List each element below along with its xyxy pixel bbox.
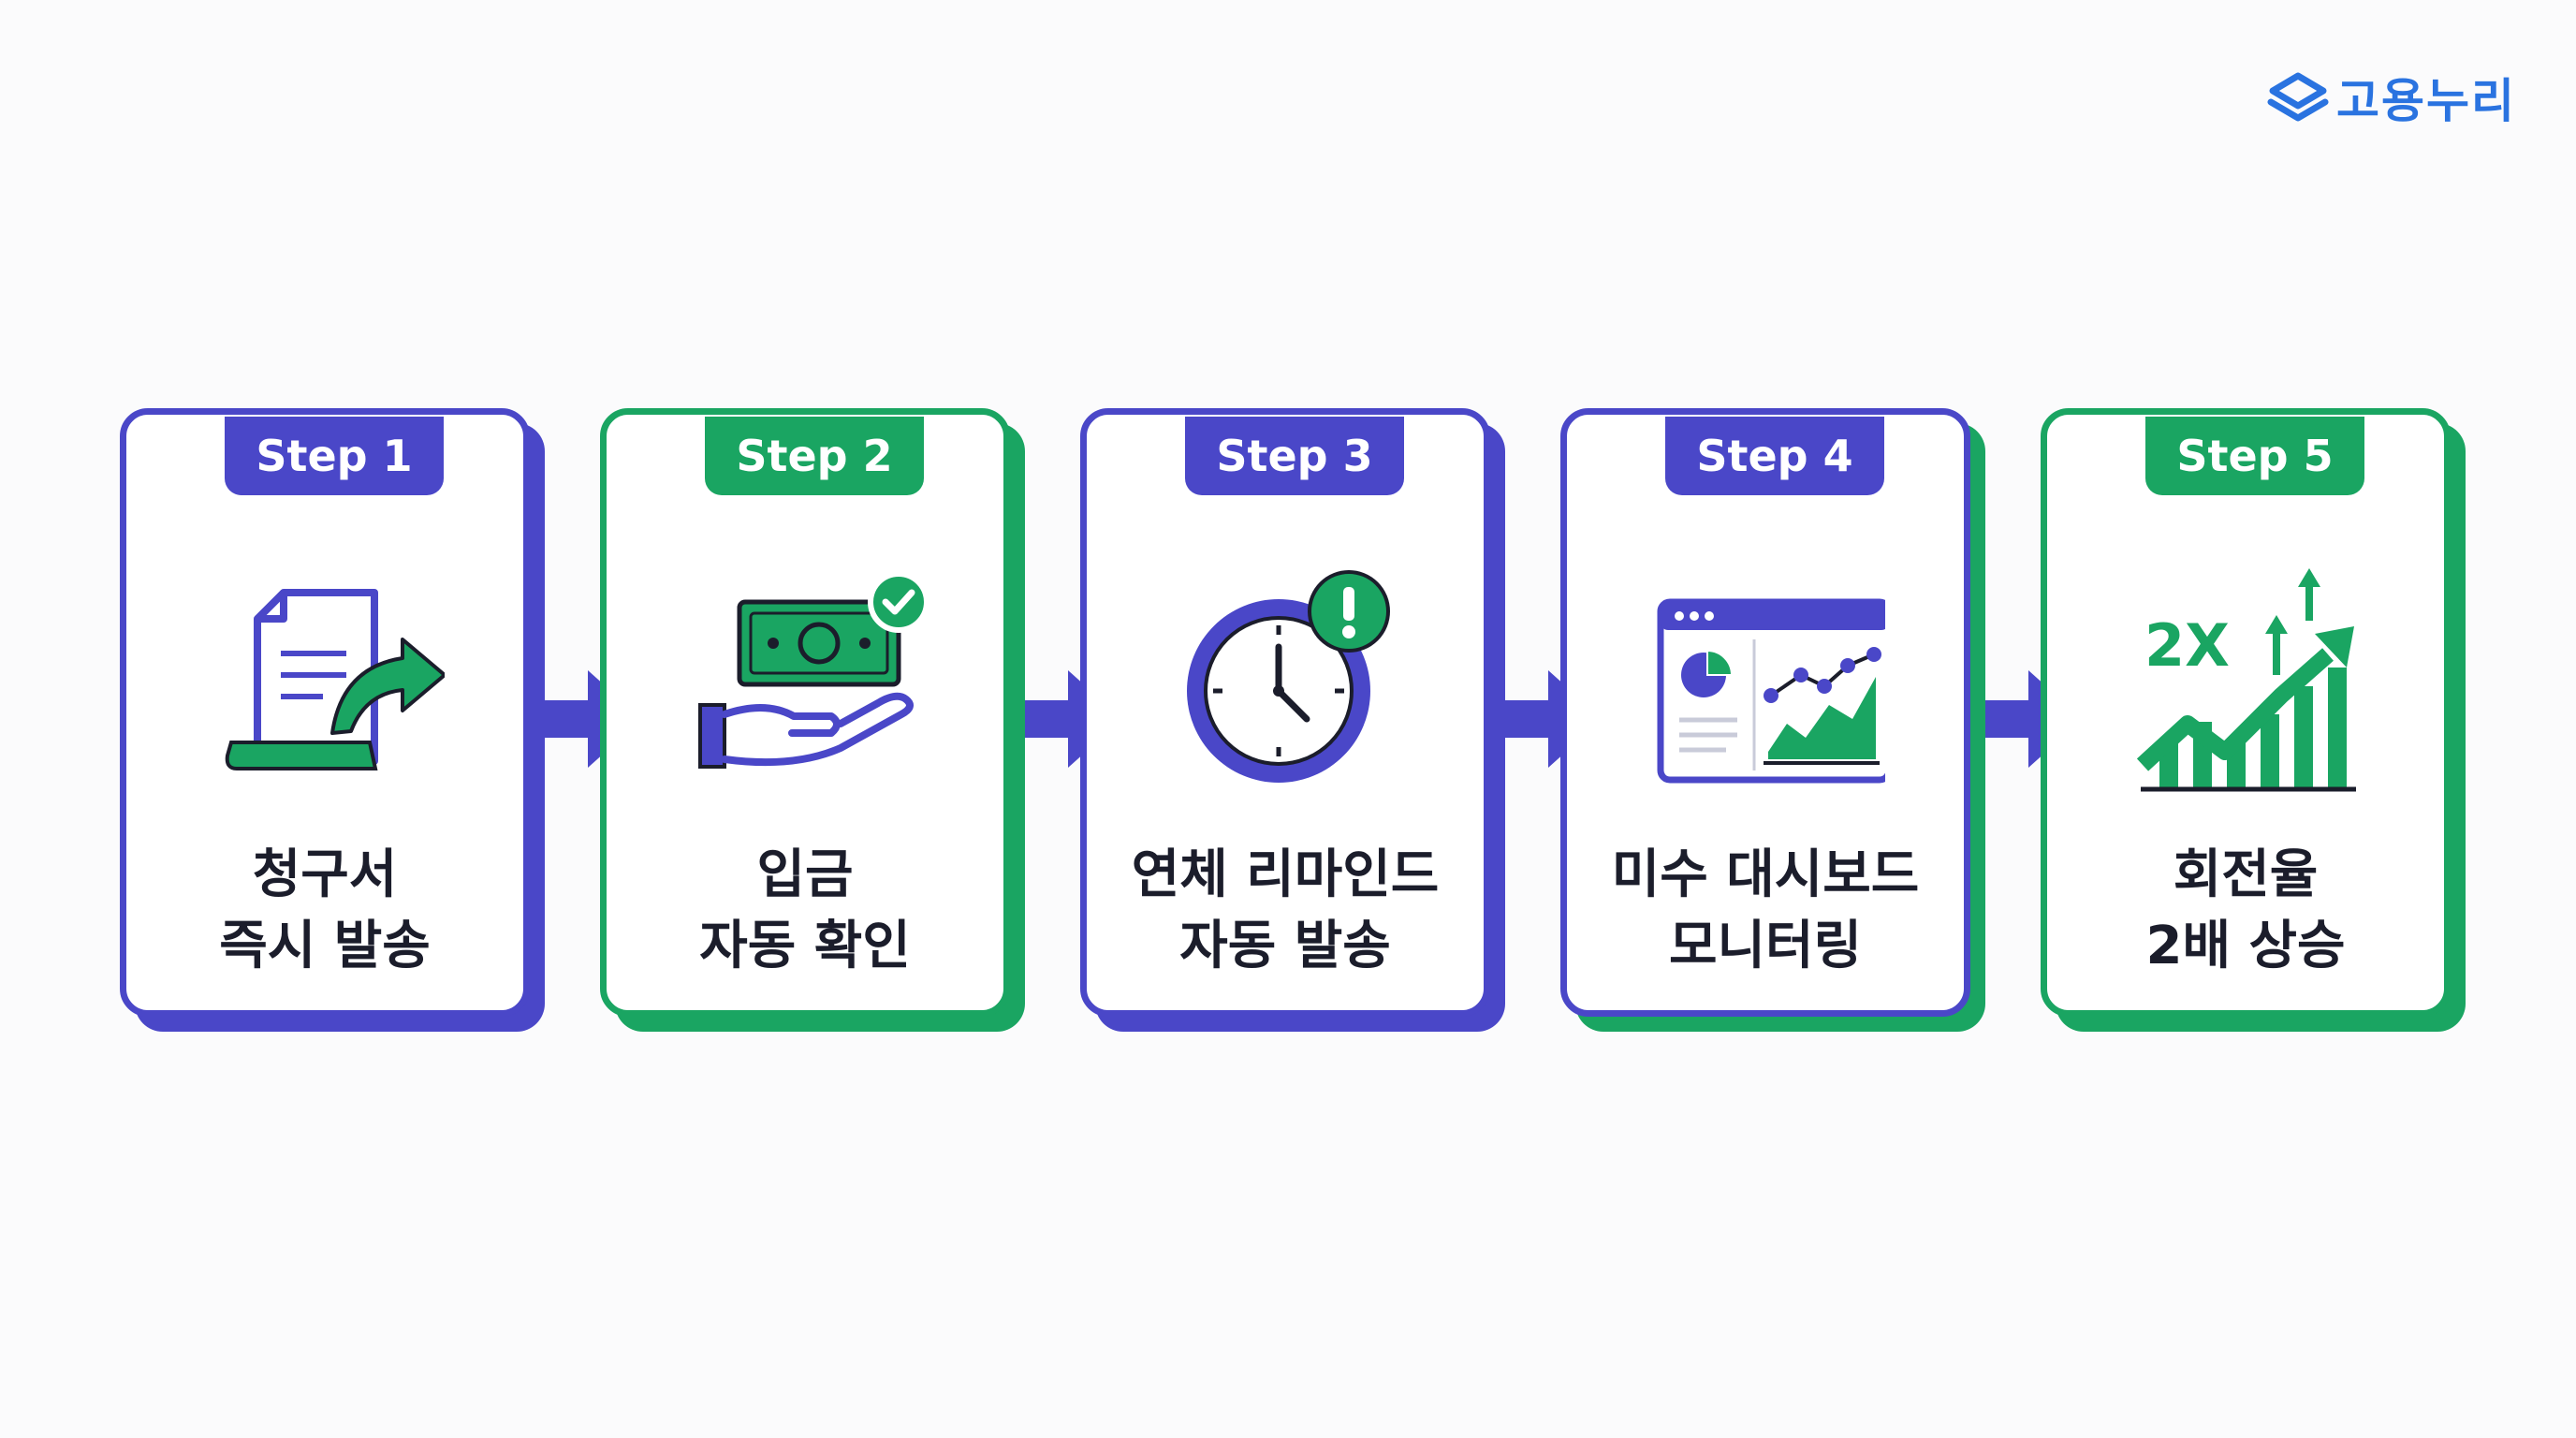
brand-name: 고용누리 [2336,74,2516,128]
step-tab-5: Step 5 [2145,417,2364,495]
step-tab-2: Step 2 [705,417,924,495]
step-label-5: 회전율 2배 상승 [2145,844,2346,976]
step-card-3: Step 3 연체 리마인드 자동 발송 [1080,408,1505,1032]
step-card-5: Step 5 2X 회전율 2배 상승 [2041,408,2466,1032]
payment-check-icon [698,571,925,769]
step-card-2: Step 2 입금 자동 확인 [600,408,1025,1032]
step-tab-1: Step 1 [225,417,444,495]
brand-logo: 고용누리 [2263,67,2516,128]
step-tab-4: Step 4 [1665,417,1884,495]
flow-arrow-4 [1985,670,2083,768]
flow-arrow-1 [545,670,642,768]
layers-logo-icon [2267,72,2329,122]
step-card-1: Step 1 청구서 즉시 발송 [120,408,545,1032]
invoice-send-icon [225,589,445,770]
step-label-1: 청구서 즉시 발송 [219,844,431,976]
growth-multiplier-text: 2X [2144,611,2230,680]
step-card-4: Step 4 미수 대시보드 모니터링 [1560,408,1985,1032]
step-label-2: 입금 자동 확인 [699,844,911,976]
step-tab-3: Step 3 [1185,417,1404,495]
flow-arrow-3 [1505,670,1603,768]
growth-chart-icon: 2X [2136,568,2356,792]
step-label-4: 미수 대시보드 모니터링 [1611,844,1920,976]
flow-arrow-2 [1025,670,1122,768]
dashboard-icon [1657,598,1885,784]
step-label-3: 연체 리마인드 자동 발송 [1131,844,1440,976]
clock-alert-icon [1187,570,1390,783]
